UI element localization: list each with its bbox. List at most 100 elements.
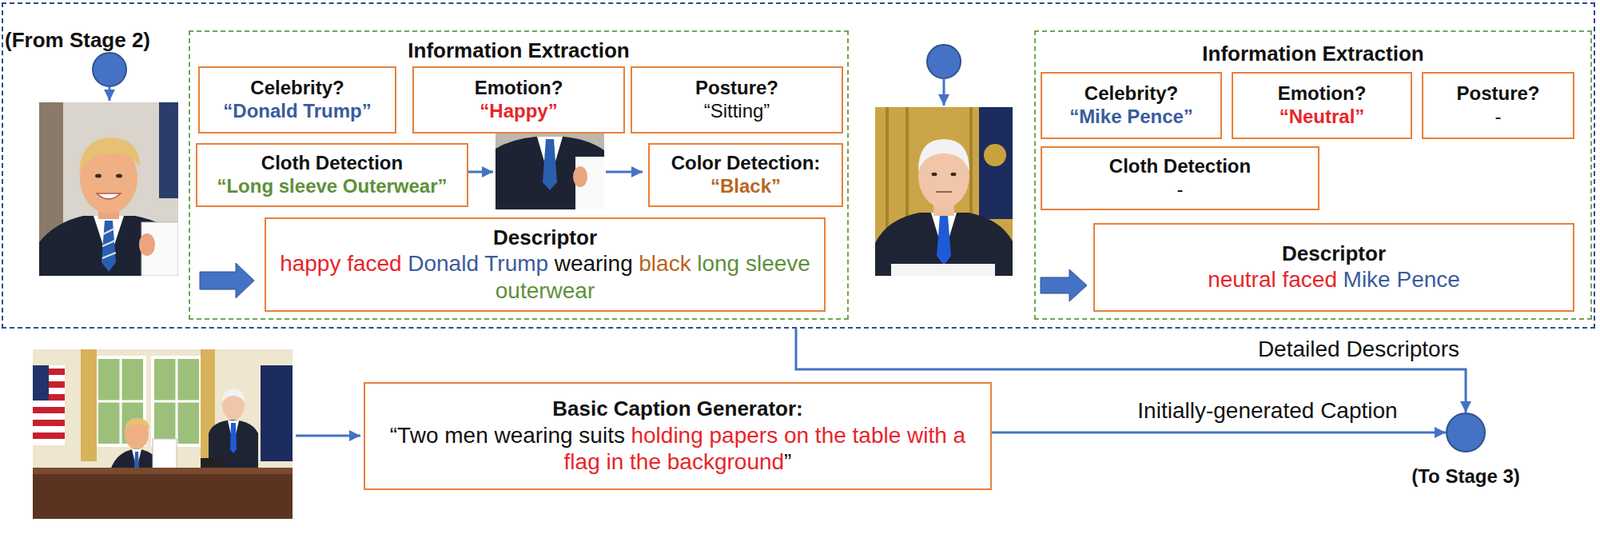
descriptor-box: Descriptorneutral facedMike Pence (1093, 222, 1575, 312)
attribute-value: “Black” (710, 175, 781, 199)
attribute-box: Cloth Detection“Long sleeve Outerwear” (195, 143, 469, 207)
attribute-value: “Sitting” (704, 99, 771, 124)
text-stack: Cloth Detection“Long sleeve Outerwear” (205, 151, 459, 199)
flag-canton (32, 365, 49, 401)
tie (230, 422, 237, 454)
descriptor-phrase: happy faced (279, 250, 402, 276)
suit (39, 215, 179, 276)
attribute-name: Cloth Detection (261, 151, 403, 176)
attribute-value: “Donald Trump” (222, 99, 371, 124)
flow-arrow (108, 86, 112, 101)
text-stack: Posture?- (1431, 82, 1565, 129)
hair (124, 417, 150, 431)
attribute-box: Color Detection:“Black” (648, 143, 844, 207)
input-dot (92, 52, 127, 87)
suit (875, 212, 1013, 276)
attribute-name: Color Detection: (671, 151, 821, 176)
eye (931, 172, 938, 176)
text-stack: Cloth Detection- (1050, 155, 1310, 202)
input-dot (927, 44, 961, 79)
mouth (935, 191, 952, 193)
hand (573, 166, 588, 188)
paper (891, 263, 996, 276)
caption-title: Basic Caption Generator: (552, 396, 804, 422)
attribute-name: Celebrity? (250, 76, 344, 100)
attribute-name: Emotion? (1277, 82, 1367, 106)
text-stack: Emotion?“Neutral” (1241, 82, 1403, 129)
extraction-group: Information ExtractionCelebrity?“Mike Pe… (1034, 30, 1593, 320)
flag (159, 102, 179, 199)
descriptor-title: Descriptor (493, 225, 598, 251)
flag (979, 107, 1013, 219)
hair (918, 139, 970, 172)
extraction-group: Information ExtractionCelebrity?“Donald … (188, 30, 849, 320)
curtain (80, 349, 97, 462)
connector-arrow (991, 431, 1446, 434)
attribute-value: - (1177, 178, 1184, 202)
attribute-box: Cloth Detection- (1040, 146, 1320, 211)
attribute-name: Posture? (695, 76, 779, 100)
attribute-box: Celebrity?“Mike Pence” (1040, 71, 1222, 140)
flow-arrow (605, 171, 643, 174)
phone (200, 457, 225, 468)
text-stack: Basic Caption Generator:“Two men wearing… (373, 396, 983, 475)
eye (95, 174, 102, 179)
photo-background (39, 102, 179, 276)
stage-connector-dot: (To Stage 3) (1445, 412, 1486, 453)
attribute-value: - (1495, 105, 1502, 129)
attribute-name: Emotion? (474, 76, 564, 100)
tie (101, 220, 116, 272)
connector-label: Initially-generated Caption (1134, 397, 1401, 425)
cropped-photo (495, 132, 605, 210)
attribute-value: “Long sleeve Outerwear” (216, 175, 447, 199)
hair (222, 389, 245, 402)
attribute-box: Posture?- (1421, 71, 1575, 140)
descriptor-phrase: Mike Pence (1343, 266, 1461, 292)
caption-text: “Two men wearing suits (390, 422, 625, 448)
portrait-photo (39, 102, 179, 276)
text-stack: Descriptorneutral facedMike Pence (1102, 241, 1565, 294)
tie-stripes (102, 228, 116, 259)
text-stack: Celebrity?“Mike Pence” (1050, 82, 1213, 129)
hand (139, 233, 156, 256)
text-stack: Posture?“Sitting” (640, 76, 834, 124)
group-title: Information Extraction (190, 38, 848, 64)
stage-label: (To Stage 3) (1411, 465, 1521, 489)
suit (495, 136, 605, 210)
text-stack: Celebrity?“Donald Trump” (207, 76, 387, 124)
portrait-photo (875, 107, 1013, 276)
caption-generator-box: Basic Caption Generator:“Two men wearing… (363, 382, 992, 490)
descriptor-title: Descriptor (1281, 241, 1386, 267)
curtain (875, 107, 1013, 276)
scene-photo (32, 349, 293, 519)
block-arrow (199, 262, 255, 299)
attribute-value: “Happy” (479, 99, 558, 124)
face (124, 418, 149, 450)
attribute-value: “Mike Pence” (1069, 105, 1194, 129)
attribute-value: “Neutral” (1279, 105, 1366, 129)
eye (115, 174, 123, 179)
descriptor-phrase: neutral faced (1207, 266, 1338, 292)
attribute-name: Cloth Detection (1109, 155, 1251, 179)
caption-text: ” (784, 449, 792, 474)
descriptor-phrase: Donald Trump (407, 250, 549, 276)
region-label: (From Stage 2) (4, 27, 151, 53)
wall (32, 349, 293, 519)
attribute-name: Posture? (1456, 82, 1540, 106)
flow-arrow (943, 78, 946, 106)
attribute-box: Emotion?“Happy” (412, 66, 625, 134)
block-arrow (1040, 269, 1087, 302)
group-title: Information Extraction (1035, 41, 1591, 67)
us-flag (32, 365, 65, 446)
flag (260, 365, 293, 462)
smile (96, 193, 121, 200)
connector-label: Detailed Descriptors (1254, 335, 1463, 363)
desk (32, 473, 293, 519)
descriptor-phrase: black (638, 250, 691, 276)
seal (983, 143, 1007, 167)
descriptor-box: Descriptor happy facedDonald Trumpwearing… (264, 217, 826, 312)
paper (152, 438, 177, 473)
descriptor-phrase: wearing (554, 250, 633, 276)
attribute-name: Celebrity? (1084, 82, 1179, 106)
